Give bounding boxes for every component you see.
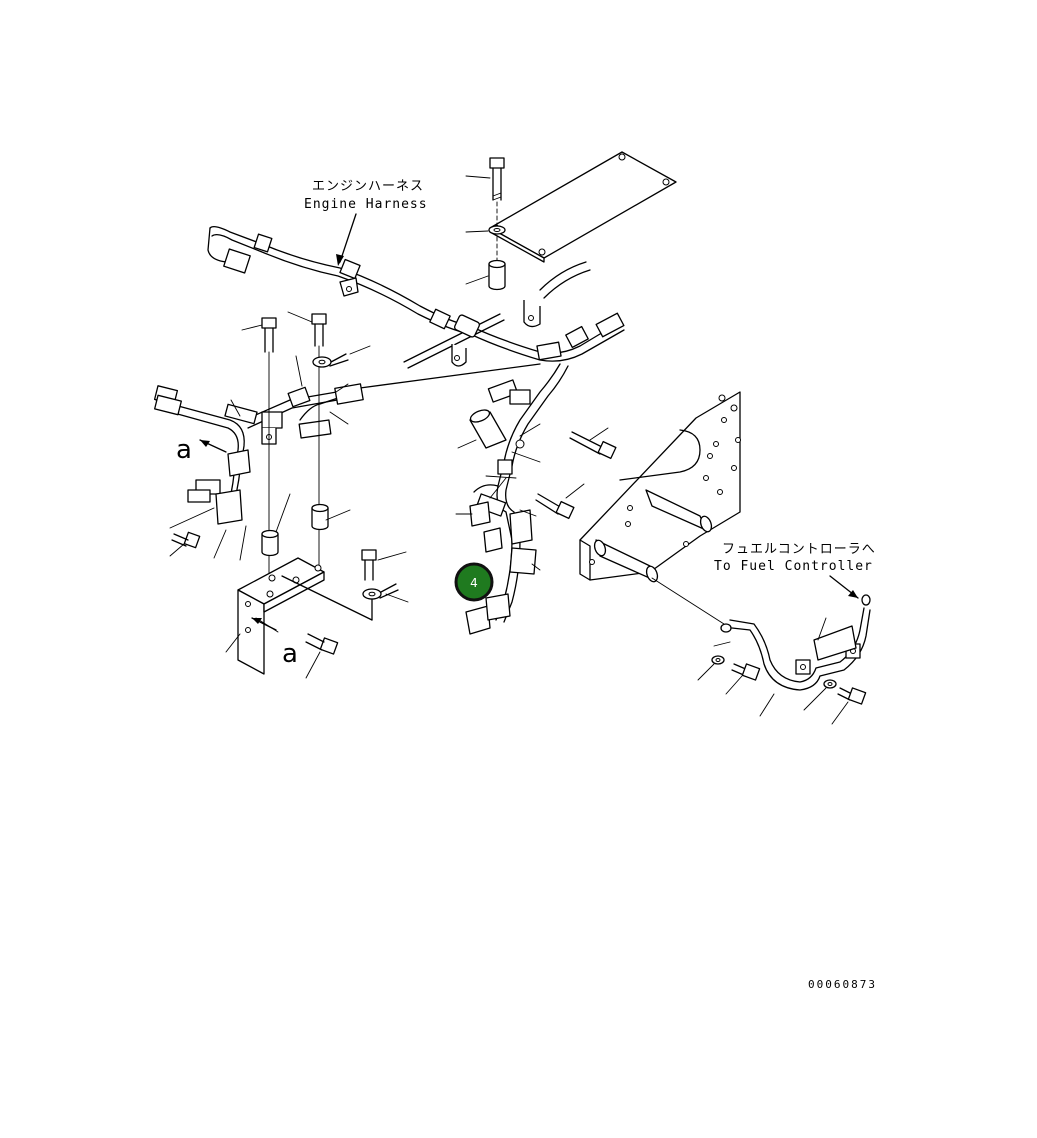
- harness-clamp-icon: [339, 277, 541, 367]
- harness-connector-icon: [223, 233, 625, 361]
- ground-terminal-icon: [362, 583, 409, 621]
- fuel-bolt-left-icon: [725, 663, 761, 695]
- right-vertical-harness: [465, 363, 569, 635]
- mounting-bracket: [237, 557, 373, 675]
- right-bolt-lower-icon: [535, 483, 585, 520]
- view-a-left-label: a: [176, 435, 192, 465]
- cover-plate: [489, 151, 677, 263]
- center-bolt-icon: [361, 549, 407, 581]
- top-washer-icon: [488, 225, 506, 235]
- bracket-arrow-icon: [251, 617, 277, 631]
- controller-mount-plate: [579, 391, 741, 581]
- drawing-number: 00060873: [808, 978, 877, 991]
- left-spacer-icon: [261, 503, 329, 557]
- engine-harness-label-jp: エンジンハーネス: [312, 179, 424, 194]
- engine-harness-label-en: Engine Harness: [304, 197, 428, 212]
- view-a-bottom-label: a: [282, 639, 298, 669]
- lower-left-bolt-icon: [169, 531, 201, 557]
- fuel-controller-label-en: To Fuel Controller: [714, 559, 873, 574]
- left-bolt-icon: [261, 317, 277, 353]
- part-callout-badge[interactable]: 4: [454, 562, 494, 602]
- bracket-bolt-icon: [305, 633, 339, 679]
- engine-harness-arrow-icon: [336, 213, 357, 266]
- fuel-washer-icon: [697, 641, 837, 711]
- ring-terminal-icon: [312, 345, 371, 368]
- top-spacer-icon: [488, 259, 506, 291]
- part-callout-number: 4: [470, 576, 478, 590]
- right-bolt-upper-icon: [569, 427, 617, 460]
- right-spacer-icon: [457, 409, 507, 449]
- standoff-pin-lower-icon: [593, 539, 659, 583]
- fuel-arrow-icon: [829, 575, 859, 599]
- standoff-pin-upper-icon: [645, 489, 713, 533]
- mid-bolt-icon: [311, 313, 327, 347]
- fuel-bolt-right-icon: [831, 687, 867, 725]
- view-arrow-icon: [199, 439, 227, 453]
- fuel-controller-label-jp: フュエルコントローラへ: [722, 542, 876, 557]
- left-harness-branch: [153, 363, 541, 525]
- top-bolt-icon: [489, 157, 505, 201]
- fuel-controller-harness: [720, 594, 871, 691]
